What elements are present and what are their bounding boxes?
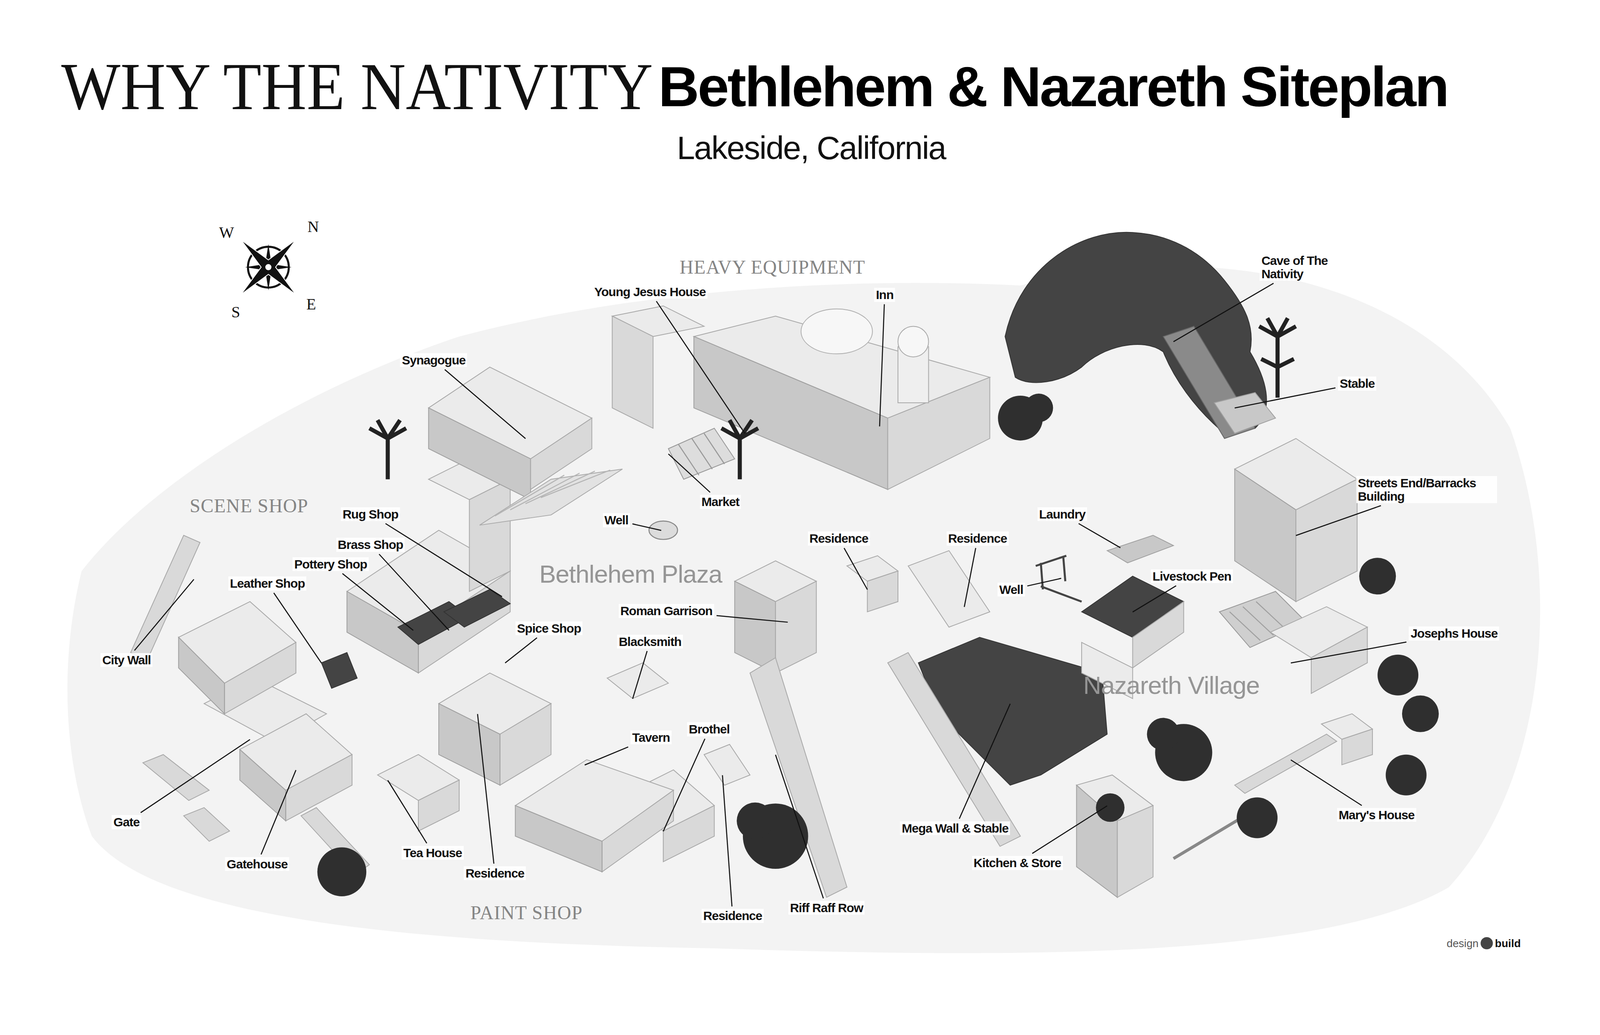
- compass-letter: E: [306, 295, 316, 314]
- place-label: Mary's House: [1337, 808, 1417, 823]
- place-label: Tavern: [630, 730, 672, 745]
- city-wall-and-gatehouse: [130, 535, 370, 875]
- map-title: Bethlehem & Nazareth Siteplan: [658, 58, 1448, 115]
- place-label: Josephs House: [1408, 626, 1500, 641]
- leader-line: [379, 554, 450, 631]
- compass-rose: [213, 212, 323, 323]
- area-label: PAINT SHOP: [470, 902, 583, 925]
- place-label: Synagogue: [400, 353, 468, 368]
- leader-line: [1290, 642, 1407, 664]
- nazareth-village: [887, 438, 1373, 898]
- leader-line: [505, 637, 538, 664]
- synagogue-and-inn: [428, 305, 990, 540]
- place-label: City Wall: [100, 653, 153, 668]
- leader-line: [444, 369, 526, 439]
- place-label: Well: [602, 513, 630, 528]
- leader-line: [1234, 387, 1336, 408]
- place-label: Laundry: [1037, 507, 1088, 522]
- compass-letter: N: [307, 217, 319, 236]
- place-label: Inn: [874, 287, 895, 303]
- place-label: Residence: [946, 531, 1009, 546]
- place-label: Residence: [463, 866, 526, 881]
- leader-line: [477, 714, 494, 864]
- leader-line: [959, 704, 1010, 820]
- leader-line: [1078, 523, 1121, 548]
- leader-line: [668, 454, 710, 493]
- place-label: Mega Wall & Stable: [900, 821, 1010, 836]
- trees: [317, 318, 1439, 897]
- leader-line: [964, 548, 976, 608]
- leader-line: [1132, 585, 1176, 613]
- place-label: Kitchen & Store: [972, 856, 1063, 871]
- ground: [67, 266, 1541, 954]
- place-label: Rug Shop: [340, 507, 400, 522]
- leader-line: [385, 523, 503, 598]
- logo-text: build: [1495, 937, 1521, 951]
- place-label: Livestock Pen: [1150, 569, 1233, 584]
- leader-line: [1027, 578, 1062, 587]
- area-label: SCENE SHOP: [189, 495, 309, 518]
- place-label: Riff Raff Row: [788, 901, 865, 916]
- leader-line: [261, 770, 297, 855]
- leader-line: [273, 593, 322, 664]
- logo-text: design: [1446, 937, 1479, 951]
- place-label: Spice Shop: [515, 621, 583, 636]
- leader-line: [775, 755, 824, 899]
- area-label: HEAVY EQUIPMENT: [679, 256, 866, 279]
- leader-line: [584, 747, 628, 765]
- place-label: Tea House: [401, 846, 464, 861]
- leader-line: [656, 301, 745, 434]
- leader-line: [387, 780, 428, 844]
- place-label: Brass Shop: [336, 537, 405, 553]
- place-label: Roman Garrison: [618, 604, 715, 619]
- leader-line: [134, 579, 195, 651]
- leader-line: [1295, 505, 1381, 536]
- area-label: Nazareth Village: [1083, 671, 1260, 700]
- place-label: Residence: [701, 909, 764, 924]
- place-label: Brothel: [687, 722, 732, 737]
- area-label: Bethlehem Plaza: [539, 560, 723, 589]
- leader-line: [1290, 760, 1362, 806]
- leader-line: [1032, 806, 1108, 854]
- place-label: Leather Shop: [228, 576, 307, 591]
- leader-line: [342, 573, 414, 631]
- leader-line: [632, 524, 662, 531]
- leader-line: [663, 739, 705, 832]
- leader-line: [716, 615, 788, 623]
- place-label: Streets End/Barracks Building: [1356, 476, 1498, 504]
- leader-line: [844, 548, 868, 590]
- leader-line: [632, 651, 648, 699]
- leader-line: [1173, 283, 1274, 342]
- leader-line: [722, 775, 733, 907]
- place-label: Young Jesus House: [592, 285, 708, 300]
- location-text: Lakeside, California: [676, 129, 946, 168]
- leader-line: [140, 740, 250, 814]
- place-label: Blacksmith: [617, 635, 683, 650]
- place-label: Stable: [1337, 376, 1377, 391]
- place-label: Residence: [807, 531, 870, 546]
- design-build-logo-icon: [1480, 937, 1493, 950]
- place-label: Market: [700, 495, 742, 510]
- bethlehem-center: [515, 550, 990, 898]
- compass-letter: W: [219, 223, 235, 242]
- place-label: Pottery Shop: [292, 557, 369, 572]
- heading-text: WHY THE NATIVITY: [61, 53, 653, 120]
- place-label: Well: [997, 582, 1025, 598]
- compass-letter: S: [231, 302, 240, 322]
- place-label: Cave of The Nativity: [1259, 253, 1343, 281]
- leader-line: [879, 304, 885, 427]
- place-label: Gatehouse: [225, 857, 290, 872]
- place-label: Gate: [111, 815, 142, 830]
